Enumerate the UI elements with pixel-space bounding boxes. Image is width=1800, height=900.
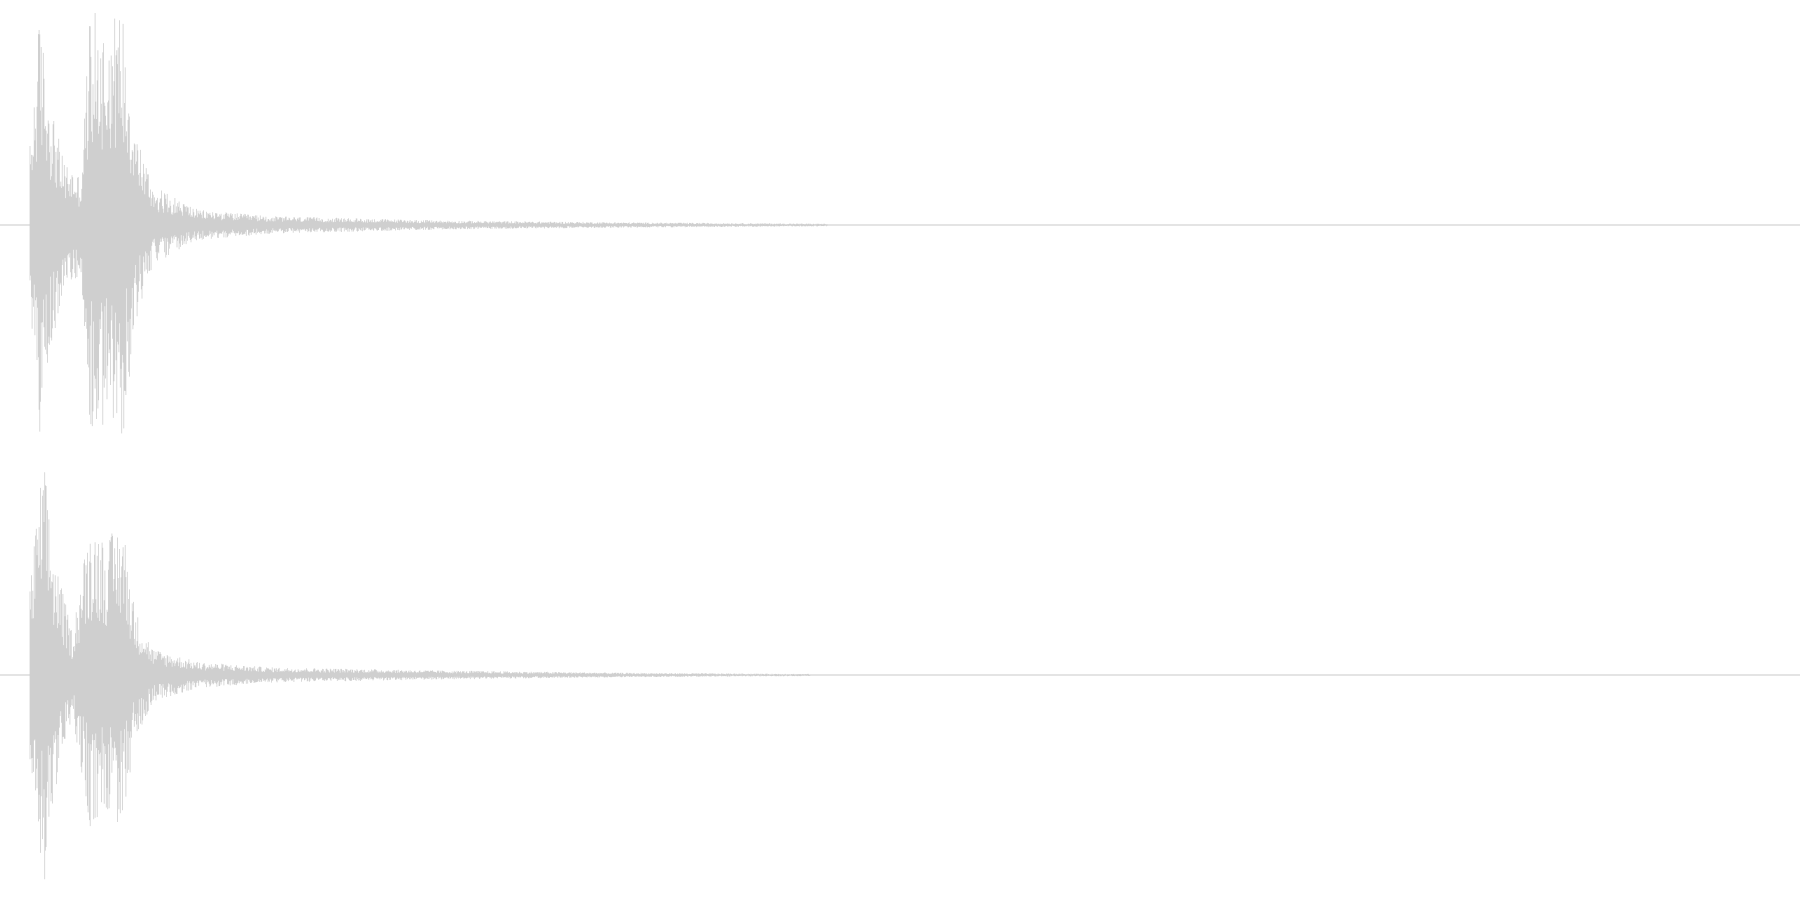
waveform-channel-1 [0, 13, 1800, 434]
waveform-channel-2 [0, 472, 1800, 880]
waveform-peaks [29, 13, 828, 434]
waveform-peaks [29, 472, 811, 880]
